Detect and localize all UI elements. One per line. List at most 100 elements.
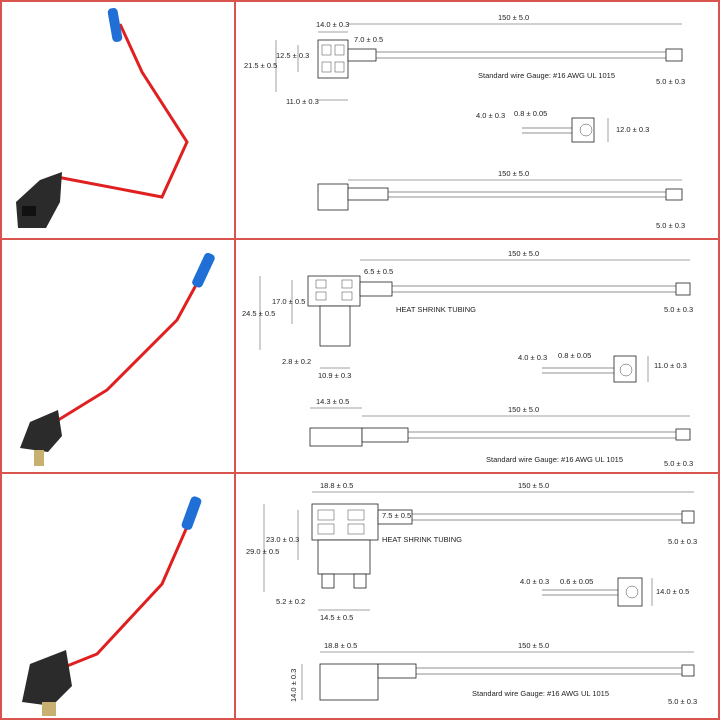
side-dim-end: 5.0 ± 0.3: [664, 459, 693, 468]
ring-terminal: [617, 577, 643, 607]
dim-base: 10.9 ± 0.3: [318, 371, 351, 380]
photo-low-profile-fuse-tap: [16, 8, 189, 228]
drawing-cell-1: 150 ± 5.0 14.0 ± 0.3 7.0 ± 0.5 12.5 ± 0.…: [234, 0, 720, 240]
detail-c: 11.0 ± 0.3: [654, 361, 687, 370]
dim-end: 5.0 ± 0.3: [668, 537, 697, 546]
fuse-holder-top-view: [311, 503, 379, 541]
fuse-blade: [42, 702, 56, 716]
wire-end: [675, 282, 691, 296]
dim-blade: 5.2 ± 0.2: [276, 597, 305, 606]
dim-h2: 29.0 ± 0.5: [246, 547, 279, 556]
blue-connector: [192, 252, 215, 288]
side-dim-length: 150 ± 5.0: [508, 405, 539, 414]
fuse-holder-side-view: [319, 663, 379, 701]
side-heat-shrink: [361, 427, 409, 443]
detail-a: 4.0 ± 0.3: [520, 577, 549, 586]
detail-a: 4.0 ± 0.3: [518, 353, 547, 362]
side-heat-shrink: [347, 187, 389, 201]
dim-end: 5.0 ± 0.3: [664, 305, 693, 314]
dim-end: 5.0 ± 0.3: [656, 77, 685, 86]
heat-shrink: [377, 509, 413, 525]
fuse-holder-lower: [319, 305, 351, 347]
detail-c: 12.0 ± 0.3: [616, 125, 649, 134]
side-dim-height: 14.0 ± 0.3: [289, 669, 298, 702]
dim-h2: 24.5 ± 0.5: [242, 309, 275, 318]
photo-mini-fuse-tap: [20, 252, 215, 466]
red-wire: [56, 23, 189, 199]
dim-base: 14.5 ± 0.5: [320, 613, 353, 622]
heat-shrink-label: HEAT SHRINK TUBING: [382, 535, 462, 544]
blade-left: [321, 573, 335, 589]
drawing-cell-2: 150 ± 5.0 6.5 ± 0.5 17.0 ± 0.5 24.5 ± 0.…: [234, 238, 720, 474]
dim-gap: 7.0 ± 0.5: [354, 35, 383, 44]
side-dim-end: 5.0 ± 0.3: [668, 697, 697, 706]
dim-width: 14.0 ± 0.3: [316, 20, 349, 29]
detail-b: 0.8 ± 0.05: [558, 351, 591, 360]
photo-cell-3: [0, 472, 236, 720]
dim-length: 150 ± 5.0: [498, 13, 529, 22]
slot-b: [334, 44, 345, 56]
dimension-drawing-1: 150 ± 5.0 14.0 ± 0.3 7.0 ± 0.5 12.5 ± 0.…: [244, 13, 685, 230]
heat-shrink: [347, 48, 377, 62]
red-wire: [41, 273, 204, 432]
drawing-cell-3: 18.8 ± 0.5 150 ± 5.0 7.5 ± 0.5 23.0 ± 0.…: [234, 472, 720, 720]
photo-cell-1: [0, 0, 236, 240]
fuse-blade: [34, 450, 44, 466]
fuse-holder-body: [22, 650, 72, 706]
heat-shrink-label: HEAT SHRINK TUBING: [396, 305, 476, 314]
dim-h1: 12.5 ± 0.3: [276, 51, 309, 60]
detail-b: 0.6 ± 0.05: [560, 577, 593, 586]
wire-end: [665, 48, 683, 62]
side-dim-width: 14.3 ± 0.5: [316, 397, 349, 406]
slot-c: [321, 61, 332, 73]
side-heat-shrink: [377, 663, 417, 679]
fuse-holder-body: [16, 172, 62, 228]
dim-gap: 7.5 ± 0.5: [382, 511, 411, 520]
blue-connector: [107, 8, 123, 42]
ring-terminal: [613, 355, 637, 383]
side-dim-end: 5.0 ± 0.3: [656, 221, 685, 230]
wire-gauge-label: Standard wire Gauge: #16 AWG UL 1015: [478, 71, 615, 80]
dim-h2: 21.5 ± 0.5: [244, 61, 277, 70]
heat-shrink: [359, 281, 393, 297]
wire-gauge-label: Standard wire Gauge: #16 AWG UL 1015: [472, 689, 609, 698]
photo-standard-fuse-tap: [22, 496, 202, 716]
dim-blade: 2.8 ± 0.2: [282, 357, 311, 366]
dim-length: 150 ± 5.0: [518, 481, 549, 490]
fuse-holder-side-view: [309, 427, 363, 447]
terminal-hole: [625, 585, 639, 599]
side-wire-end: [665, 188, 683, 201]
fuse-holder-side-view: [317, 183, 349, 211]
ring-terminal: [571, 117, 595, 143]
dimension-drawing-3: 18.8 ± 0.5 150 ± 5.0 7.5 ± 0.5 23.0 ± 0.…: [246, 481, 697, 706]
dim-h1: 23.0 ± 0.3: [266, 535, 299, 544]
fuse-holder-lower: [317, 539, 371, 575]
dim-width: 18.8 ± 0.5: [320, 481, 353, 490]
slot-d: [334, 61, 345, 73]
photo-cell-2: [0, 238, 236, 474]
dim-gap: 6.5 ± 0.5: [364, 267, 393, 276]
terminal-hole: [579, 123, 593, 137]
dimension-drawing-2: 150 ± 5.0 6.5 ± 0.5 17.0 ± 0.5 24.5 ± 0.…: [242, 249, 693, 468]
side-wire-end: [681, 664, 695, 677]
dim-h1: 17.0 ± 0.5: [272, 297, 305, 306]
detail-b: 0.8 ± 0.05: [514, 109, 547, 118]
slot-a: [321, 44, 332, 56]
side-dim-length: 150 ± 5.0: [498, 169, 529, 178]
fuse-holder-top-view: [317, 39, 349, 79]
detail-a: 4.0 ± 0.3: [476, 111, 505, 120]
wire-gauge-label: Standard wire Gauge: #16 AWG UL 1015: [486, 455, 623, 464]
terminal-hole: [619, 363, 633, 377]
detail-c: 14.0 ± 0.5: [656, 587, 689, 596]
red-wire: [46, 519, 192, 676]
dim-base: 11.0 ± 0.3: [286, 97, 319, 106]
fuse-slot: [22, 206, 36, 216]
side-dim-length: 150 ± 5.0: [518, 641, 549, 650]
wire-end: [681, 510, 695, 524]
side-dim-width: 18.8 ± 0.5: [324, 641, 357, 650]
dim-length: 150 ± 5.0: [508, 249, 539, 258]
blue-connector: [181, 496, 202, 530]
side-wire-end: [675, 428, 691, 441]
fuse-holder-body: [20, 410, 62, 452]
blade-right: [353, 573, 367, 589]
